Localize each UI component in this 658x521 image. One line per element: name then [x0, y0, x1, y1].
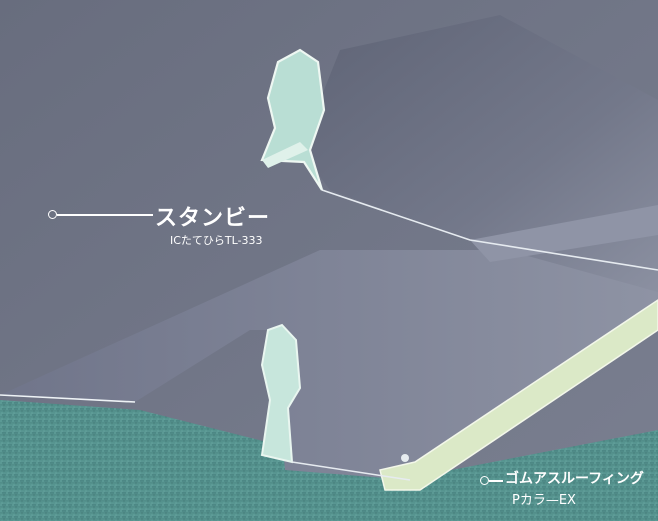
product-model: Pカラ—EX — [512, 493, 576, 508]
leader-line — [57, 214, 153, 216]
leader-line — [489, 480, 503, 482]
sealant-strip — [379, 299, 658, 491]
lower-panel — [0, 250, 658, 480]
callout-dot — [48, 210, 57, 219]
fastener — [401, 454, 409, 462]
upper-seam-lip — [262, 142, 308, 168]
lower-panel-edge — [291, 461, 411, 481]
product-name: スタンビー — [155, 206, 271, 231]
callout-dot — [480, 476, 489, 485]
lower-seam — [260, 323, 302, 464]
product-name: ゴムアスルーフィング — [505, 471, 644, 487]
panel-edge-left — [0, 394, 136, 403]
product-model: ICたてひらTL-333 — [170, 234, 263, 247]
upper-panel-edge — [321, 189, 658, 271]
